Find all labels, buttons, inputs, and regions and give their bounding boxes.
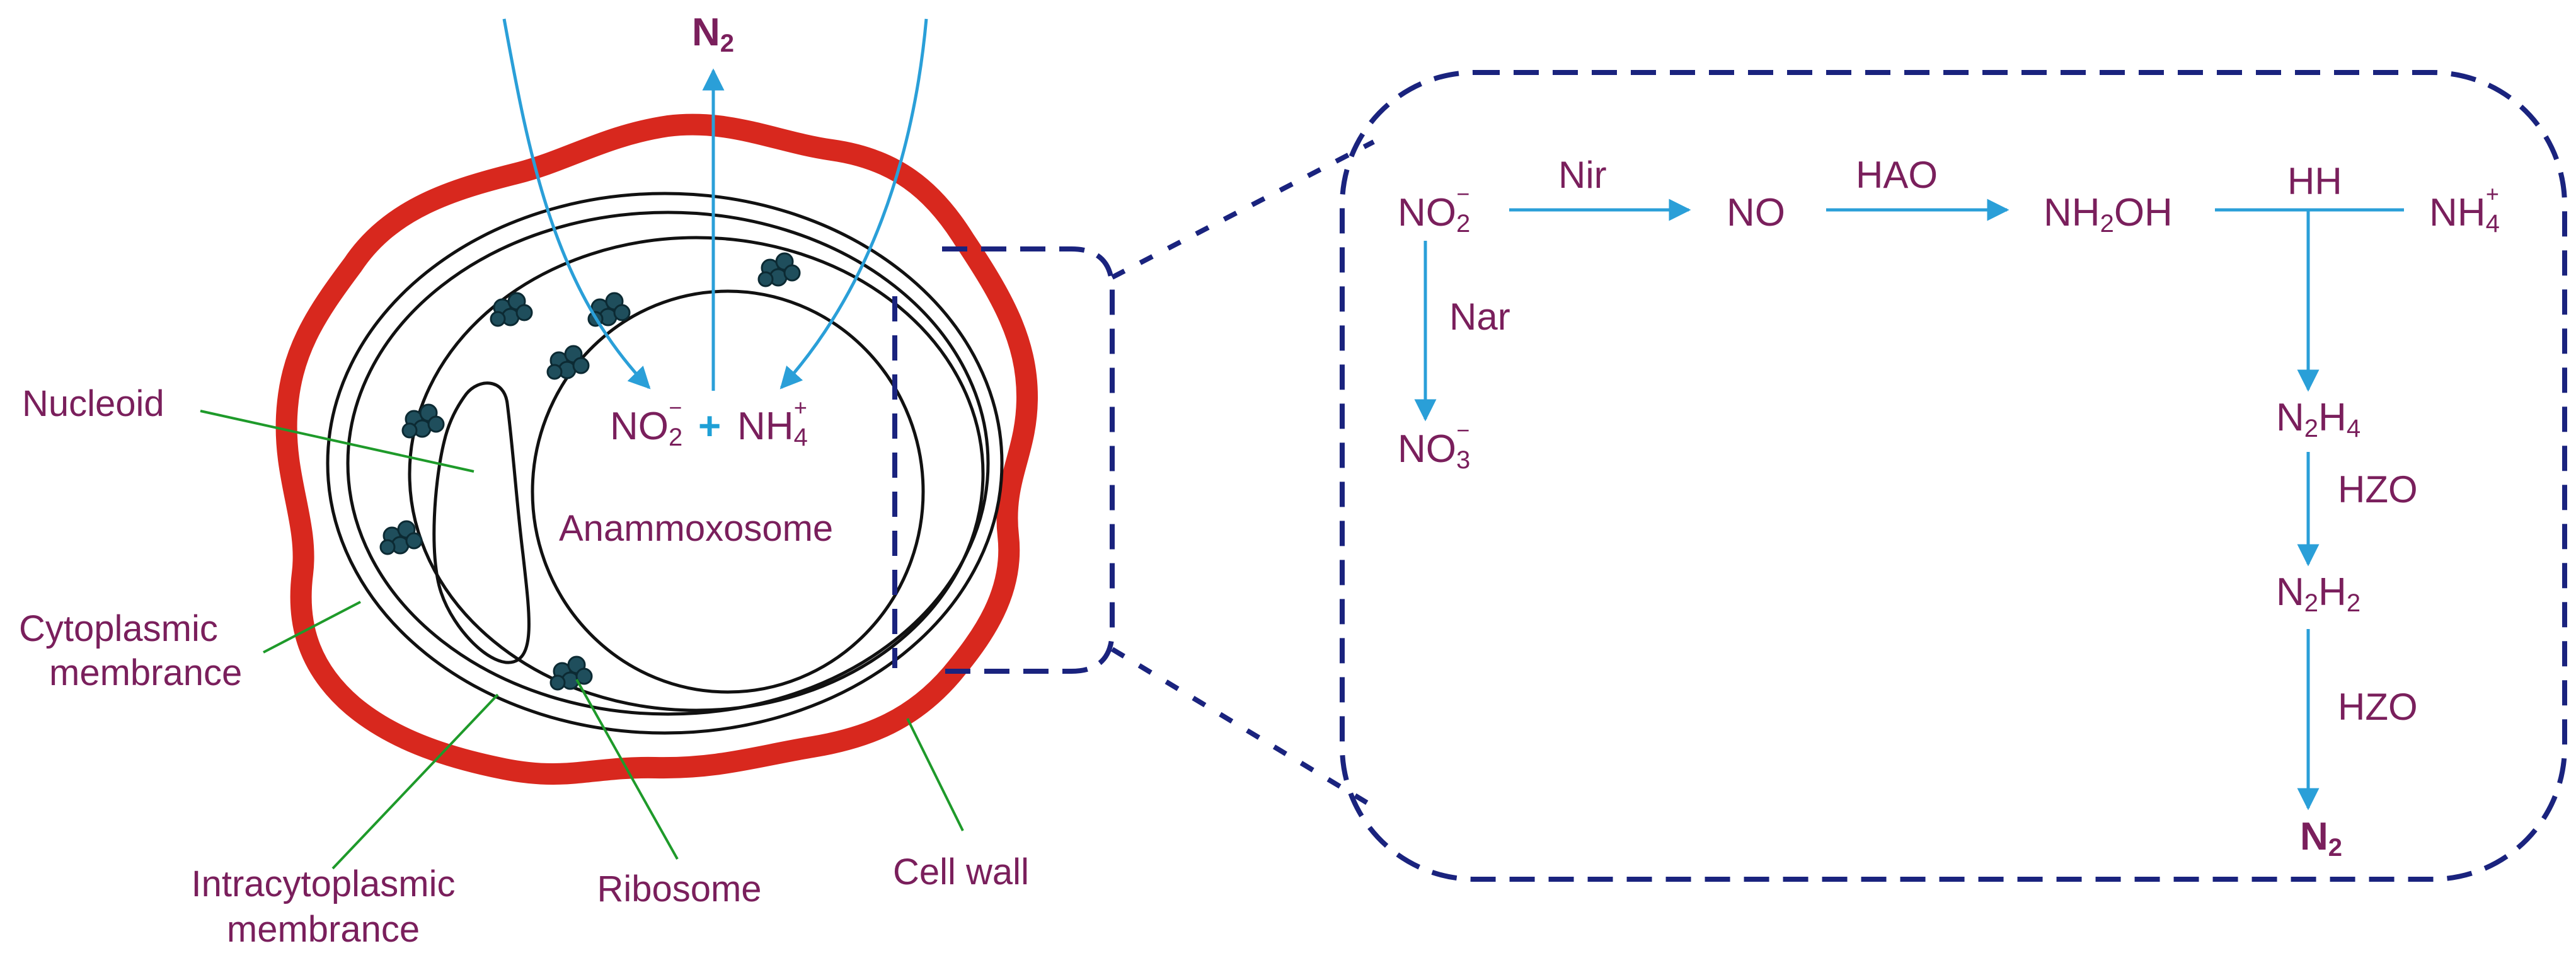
zoom-source-box bbox=[942, 246, 1115, 674]
pathway-ammonium: NH4+ bbox=[2429, 181, 2500, 238]
nitrite-influx-arrow bbox=[502, 18, 651, 390]
zoom-detail-box bbox=[1340, 70, 2567, 882]
anammoxosome-label: Anammoxosome bbox=[559, 508, 833, 549]
intracytoplasmic-membrane bbox=[346, 211, 990, 716]
anammoxosome-membrane bbox=[531, 289, 925, 694]
cell-plus-sign: + bbox=[698, 405, 721, 448]
ribosome-cluster-2 bbox=[587, 292, 631, 327]
ammonium-influx-arrow bbox=[779, 18, 928, 390]
zoom-connector-top bbox=[1111, 139, 1375, 280]
cell-n2-product: N2 bbox=[692, 11, 734, 57]
enzyme-nir: Nir bbox=[1558, 154, 1607, 196]
enzyme-hh: HH bbox=[2287, 160, 2342, 202]
ribosome-cluster-5 bbox=[401, 403, 445, 439]
enzyme-hzo-1: HZO bbox=[2338, 468, 2418, 511]
pathway-diazene: N2H2 bbox=[2276, 570, 2360, 617]
cell-ammonium-reactant: NH4+ bbox=[737, 395, 808, 451]
ribosome-leader bbox=[575, 679, 679, 860]
ribosome-cluster-6 bbox=[379, 520, 423, 555]
nucleoid-label: Nucleoid bbox=[22, 383, 164, 424]
pathway-hydrazine: N2H4 bbox=[2276, 396, 2360, 442]
cell-wall-leader bbox=[906, 718, 964, 831]
pathway-hydroxylamine: NH2OH bbox=[2044, 191, 2173, 238]
zoom-connector-bottom bbox=[1110, 647, 1376, 809]
cell-nitrite-reactant: NO2− bbox=[610, 395, 682, 451]
ribosome-cluster-4 bbox=[546, 345, 590, 380]
ribosome-cluster-1 bbox=[490, 292, 533, 327]
pathway-nitrate: NO3− bbox=[1398, 417, 1470, 474]
pathway-dinitrogen: N2 bbox=[2300, 815, 2342, 862]
cell-wall bbox=[275, 113, 1038, 785]
cell-wall-label: Cell wall bbox=[893, 852, 1029, 892]
ribosome-cluster-7 bbox=[549, 655, 593, 691]
intracytoplasmic-label-line1: Intracytoplasmic bbox=[191, 863, 455, 904]
pathway-nitric-oxide: NO bbox=[1727, 191, 1785, 234]
ribosome-cluster-3 bbox=[757, 252, 801, 287]
cytoplasmic-label-line2: membrance bbox=[49, 652, 242, 693]
enzyme-hao: HAO bbox=[1856, 154, 1938, 196]
anammoxosome-outer-membrane bbox=[408, 236, 985, 712]
nucleoid-leader bbox=[200, 410, 474, 473]
enzyme-hzo-2: HZO bbox=[2338, 686, 2418, 728]
nucleoid bbox=[432, 381, 531, 664]
intracytoplasmic-leader bbox=[331, 693, 499, 870]
cytoplasmic-label-line1: Cytoplasmic bbox=[19, 608, 218, 649]
pathway-nitrite: NO2− bbox=[1398, 181, 1470, 238]
ribosome-label: Ribosome bbox=[597, 869, 761, 909]
enzyme-nar: Nar bbox=[1449, 296, 1510, 338]
intracytoplasmic-label-line2: membrance bbox=[227, 909, 420, 950]
cytoplasmic-leader bbox=[263, 601, 361, 654]
cytoplasmic-membrane bbox=[326, 192, 1004, 735]
